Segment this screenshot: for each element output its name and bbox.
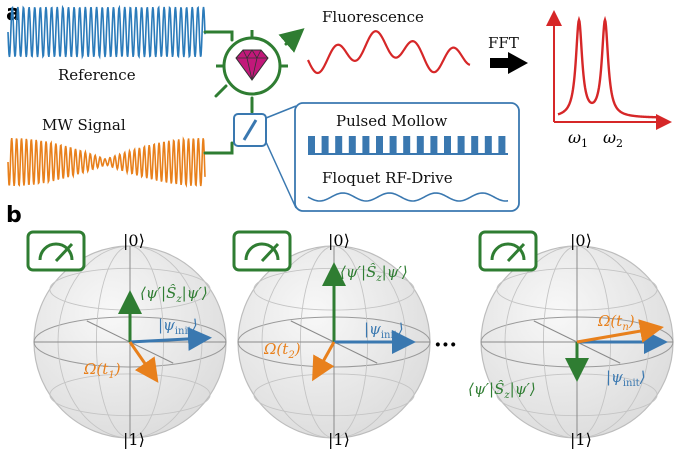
pulse: [416, 136, 424, 154]
pulse: [444, 136, 451, 154]
right-arrow-icon: [490, 52, 528, 74]
pulse-train: [308, 136, 508, 155]
floquet-label: Floquet RF-Drive: [322, 169, 453, 187]
ellipsis: ···: [434, 332, 457, 358]
sphere1-ket1: |1⟩: [123, 430, 145, 449]
sphere3-ket0: |0⟩: [570, 231, 592, 250]
sphere3-omega-tn: Ω(tn): [597, 312, 635, 333]
mw-signal-wave: [7, 136, 206, 188]
callout-line-top: [265, 105, 297, 119]
pulse: [484, 136, 492, 154]
bloch-spheres: [33, 245, 674, 439]
switch-icon: [233, 113, 267, 147]
omega-vector: [312, 341, 336, 382]
bloch-sphere-2: [237, 245, 431, 439]
reference-label: Reference: [58, 66, 136, 84]
spectrum-curve: [557, 15, 659, 119]
pulse: [308, 136, 315, 154]
omega-vector: [128, 341, 159, 383]
diamond-icon: [235, 49, 269, 81]
omega1-label: ω1: [568, 128, 588, 150]
spectrum-plot: [546, 10, 672, 130]
reference-wave: [7, 4, 206, 60]
pulse: [376, 136, 383, 154]
pulse: [498, 136, 506, 154]
pulse: [321, 136, 329, 154]
meter-icon: [478, 230, 538, 272]
bloch-sphere-3: [480, 245, 674, 439]
sphere3-ket1: |1⟩: [570, 430, 592, 449]
drive-callout-box: [294, 102, 520, 212]
fft-label: FFT: [488, 34, 519, 52]
sphere3-psi-init: |ψinit⟩: [606, 368, 646, 389]
diamond-sensor: [216, 30, 288, 96]
fluorescence-wave: [307, 30, 471, 75]
psi-init-vector: [129, 326, 212, 351]
pulsed-mollow-label: Pulsed Mollow: [336, 112, 448, 130]
bloch-sphere-1: [33, 245, 227, 439]
sphere3-sz-label: ⟨ψ′|Ŝz|ψ′⟩: [468, 380, 536, 401]
meter-icon: [232, 230, 292, 272]
omega2-label: ω2: [603, 128, 623, 150]
callout-line-bottom: [265, 141, 297, 209]
pulse: [389, 136, 397, 154]
mw-signal-label: MW Signal: [42, 116, 126, 134]
fluorescence-label: Fluorescence: [322, 8, 424, 26]
sphere1-omega-t1: Ω(t1): [83, 360, 121, 381]
pulse: [348, 136, 356, 154]
sphere2-ket1: |1⟩: [328, 430, 350, 449]
sphere1-psi-init: |ψinit⟩: [158, 316, 198, 337]
pulse: [403, 136, 411, 154]
sphere2-omega-t2: Ω(t2): [263, 340, 301, 361]
signal-connectors: [203, 28, 305, 155]
panel-b-label: b: [6, 203, 22, 228]
omega-vector: [576, 319, 664, 344]
sphere2-ket0: |0⟩: [328, 231, 350, 250]
sphere2-sz-label: ⟨ψ′|Ŝz|ψ′⟩: [340, 263, 408, 284]
pulse: [335, 136, 343, 154]
pulse: [471, 136, 479, 154]
sphere2-psi-init: |ψinit⟩: [364, 320, 404, 341]
meter-icon: [26, 230, 86, 272]
sphere1-sz-label: ⟨ψ′|Ŝz|ψ′⟩: [140, 284, 208, 305]
pulse: [457, 136, 465, 154]
pulse: [362, 136, 370, 154]
sphere1-ket0: |0⟩: [123, 231, 145, 250]
pulse: [430, 136, 438, 154]
floquet-wave: [307, 192, 509, 202]
